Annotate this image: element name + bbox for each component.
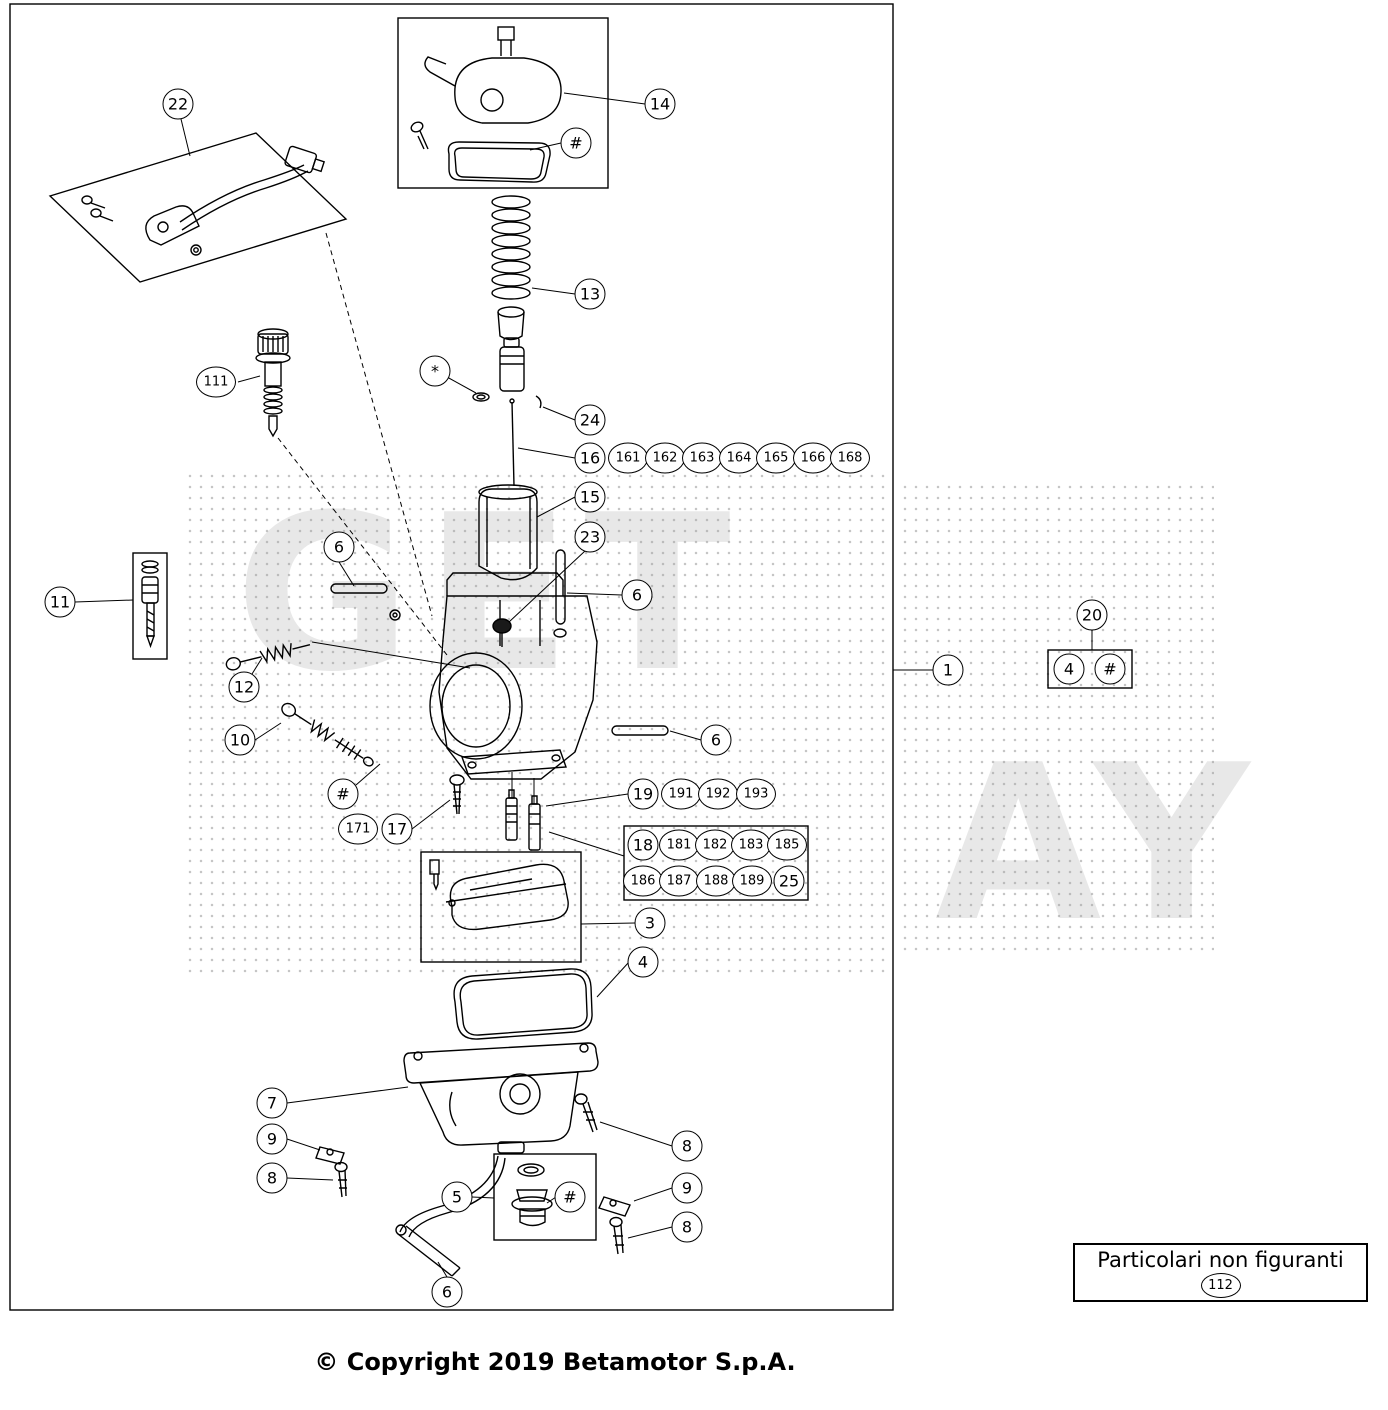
callout-4: 4	[1053, 653, 1085, 685]
note-box-title: Particolari non figuranti	[1097, 1248, 1344, 1272]
leader-lines	[74, 92, 1093, 1278]
pins	[330, 549, 669, 736]
callout-192: 192	[698, 778, 738, 810]
callout-12: 12	[228, 671, 260, 703]
float-bowl	[403, 1042, 599, 1154]
callout-187: 187	[659, 865, 699, 897]
valve-plunger-box	[132, 552, 168, 660]
callout-181: 181	[659, 829, 699, 861]
bowl-gasket	[453, 968, 593, 1040]
callout-168: 168	[830, 442, 870, 474]
callout-10: 10	[224, 724, 256, 756]
hardware-right	[574, 1093, 631, 1255]
hardware-left	[315, 1146, 348, 1198]
slide-spring	[491, 195, 531, 300]
callout-6: 6	[621, 579, 653, 611]
callout-*: *	[419, 355, 451, 387]
callout-161: 161	[608, 442, 648, 474]
top-cover-assembly	[397, 17, 609, 189]
callout-9: 9	[671, 1172, 703, 1204]
kit-20-box	[1047, 649, 1133, 689]
jet-kit-box	[623, 825, 809, 901]
callout-186: 186	[623, 865, 663, 897]
needle-and-holder	[472, 306, 542, 487]
copyright-text: © Copyright 2019 Betamotor S.p.A.	[314, 1348, 796, 1376]
construction-lines	[277, 232, 535, 804]
callout-166: 166	[793, 442, 833, 474]
callout-188: 188	[696, 865, 736, 897]
halftone-area-right	[896, 480, 1214, 955]
callout-8: 8	[671, 1211, 703, 1243]
callout-14: 14	[644, 88, 676, 120]
callout-6: 6	[700, 724, 732, 756]
callout-189: 189	[732, 865, 772, 897]
callout-111: 111	[196, 366, 236, 398]
callout-1: 1	[932, 654, 964, 686]
callout-163: 163	[682, 442, 722, 474]
callout-185: 185	[767, 829, 807, 861]
callout-17: 17	[381, 813, 413, 845]
callout-165: 165	[756, 442, 796, 474]
callout-13: 13	[574, 278, 606, 310]
air-screw	[281, 702, 374, 767]
callout-18: 18	[627, 829, 659, 861]
callout-191: 191	[661, 778, 701, 810]
callout-23: 23	[574, 521, 606, 553]
callout-15: 15	[574, 481, 606, 513]
callout-20: 20	[1076, 599, 1108, 631]
drain-plug-box	[493, 1153, 597, 1241]
callout-#: #	[560, 127, 592, 159]
callout-8: 8	[671, 1130, 703, 1162]
callout-19: 19	[627, 778, 659, 810]
callout-193: 193	[736, 778, 776, 810]
carburetor-body	[429, 572, 598, 780]
callout-7: 7	[256, 1087, 288, 1119]
callout-24: 24	[574, 404, 606, 436]
callout-11: 11	[44, 586, 76, 618]
callout-9: 9	[256, 1123, 288, 1155]
idle-adjuster-screw	[225, 643, 311, 671]
callout-171: 171	[338, 813, 378, 845]
jets	[505, 789, 541, 851]
choke-plunger	[255, 328, 291, 438]
small-screw-17	[449, 774, 465, 815]
callout-6: 6	[323, 531, 355, 563]
throttle-slide	[478, 484, 538, 581]
callout-162: 162	[645, 442, 685, 474]
callout-182: 182	[695, 829, 735, 861]
callout-22: 22	[162, 88, 194, 120]
callout-8: 8	[256, 1162, 288, 1194]
callout-#: #	[554, 1181, 586, 1213]
callout-4: 4	[627, 946, 659, 978]
diagram-border	[9, 3, 894, 1311]
callout-#: #	[327, 778, 359, 810]
callout-16: 16	[574, 442, 606, 474]
throttle-cable-assembly	[48, 132, 348, 283]
callout-#: #	[1094, 653, 1126, 685]
callout-183: 183	[731, 829, 771, 861]
callout-6: 6	[431, 1276, 463, 1308]
callout-5: 5	[441, 1181, 473, 1213]
callout-25: 25	[773, 865, 805, 897]
note-box: Particolari non figuranti 112	[1073, 1243, 1368, 1302]
callout-3: 3	[634, 907, 666, 939]
callout-164: 164	[719, 442, 759, 474]
callout-112: 112	[1200, 1273, 1241, 1298]
float-assembly	[420, 851, 582, 963]
overflow-hose	[395, 1155, 506, 1277]
